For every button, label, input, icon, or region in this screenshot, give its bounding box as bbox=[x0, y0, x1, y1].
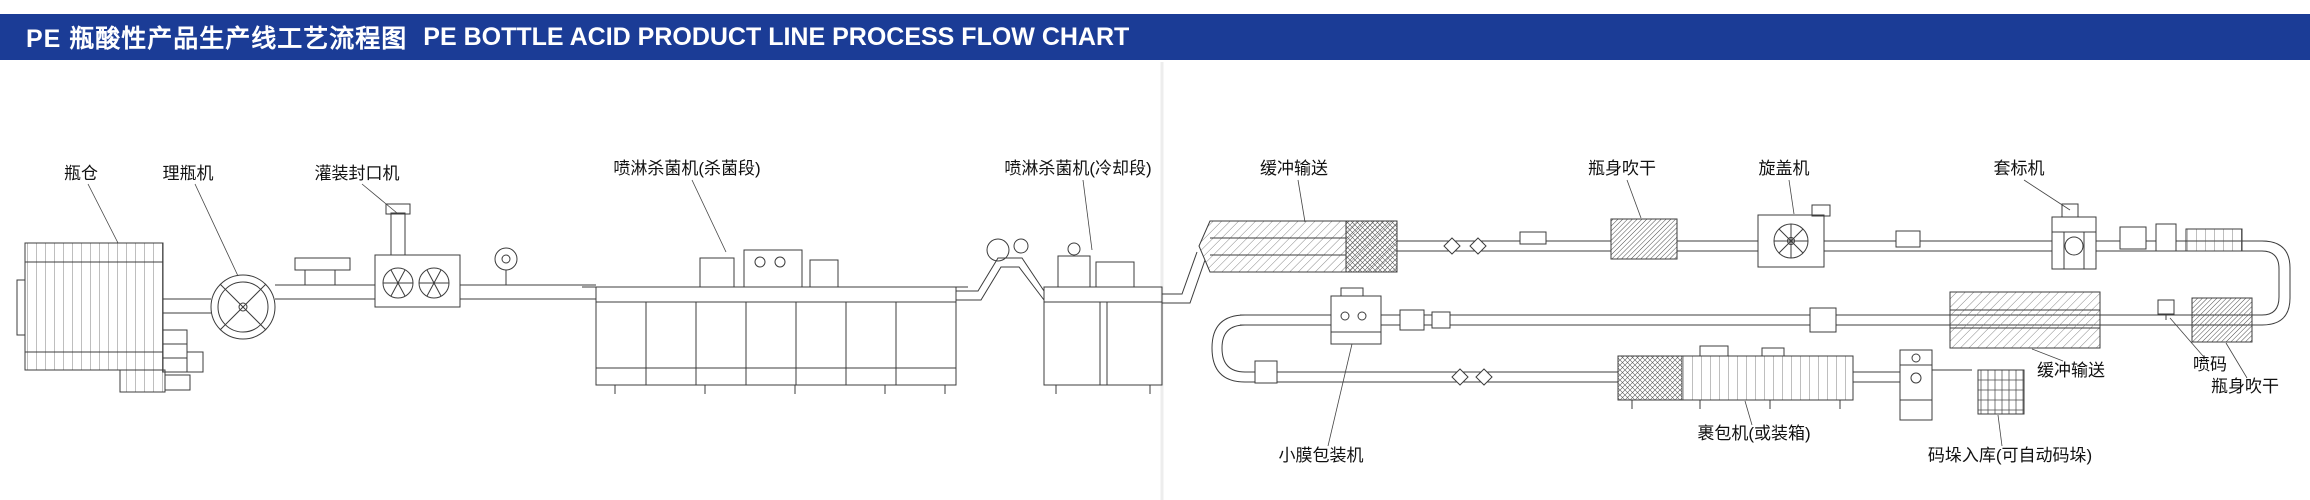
spray-sterilizer-cooling-drawing bbox=[1043, 242, 1163, 394]
label-inkjet-coder: 喷码 bbox=[2193, 355, 2227, 374]
label-buffer-conveyor-1: 缓冲输送 bbox=[1260, 159, 1328, 178]
transfer-conveyor-1 bbox=[956, 238, 1045, 301]
label-bottle-unscrambler: 理瓶机 bbox=[162, 164, 214, 183]
label-bottle-silo: 瓶仓 bbox=[64, 164, 98, 183]
header-title-en: PE BOTTLE ACID PRODUCT LINE PROCESS FLOW… bbox=[423, 22, 1130, 51]
conveyor-top-right bbox=[2096, 223, 2262, 252]
label-wrapping-machine: 裹包机(或装箱) bbox=[1697, 424, 1811, 443]
header-title-zh: PE 瓶酸性产品生产线工艺流程图 bbox=[26, 25, 408, 53]
buffer-conveyor-2-drawing bbox=[1809, 291, 2101, 349]
conveyor-to-filler bbox=[275, 257, 375, 300]
palletizer-drawing bbox=[1853, 349, 2025, 421]
capping-machine-drawing bbox=[1757, 204, 1831, 268]
label-palletizing-warehouse: 码垛入库(可自动码垛) bbox=[1927, 446, 2093, 465]
label-sleeve-labeler: 套标机 bbox=[1993, 159, 2045, 178]
conveyor-to-dryer bbox=[1397, 231, 1611, 255]
conveyor-to-labeler bbox=[1824, 230, 2052, 252]
conveyor-cap-feeder bbox=[460, 247, 596, 300]
bottle-silo-drawing bbox=[16, 242, 204, 393]
wrapping-machine-drawing bbox=[1617, 345, 1854, 409]
return-line-row2 bbox=[1240, 314, 2262, 326]
conveyor-to-capper bbox=[1677, 240, 1758, 252]
label-film-packaging-machine: 小膜包装机 bbox=[1278, 446, 1364, 465]
film-packaging-machine-drawing bbox=[1330, 287, 1451, 345]
spray-sterilizer-sterilizing-drawing bbox=[582, 249, 968, 394]
label-bottle-dryer-2: 瓶身吹干 bbox=[2211, 377, 2279, 396]
label-filling-sealing-machine: 灌装封口机 bbox=[314, 164, 400, 183]
bottle-dryer-2-drawing bbox=[2191, 297, 2253, 343]
inkjet-coder-drawing bbox=[2157, 299, 2175, 320]
transfer-conveyor-2 bbox=[1162, 251, 1206, 304]
sleeve-labeler-drawing bbox=[2051, 203, 2097, 270]
bottle-dryer-1-drawing bbox=[1610, 218, 1678, 260]
packing-line-row3 bbox=[1245, 360, 1618, 386]
header-bar: PE 瓶酸性产品生产线工艺流程图 PE BOTTLE ACID PRODUCT … bbox=[0, 14, 2310, 60]
filling-sealing-machine-drawing bbox=[374, 203, 461, 308]
label-spray-sterilizer-sterilizing: 喷淋杀菌机(杀菌段) bbox=[613, 159, 761, 178]
label-leader-lines bbox=[87, 179, 2248, 447]
buffer-conveyor-1-drawing bbox=[1198, 220, 1398, 273]
bottle-unscrambler-drawing bbox=[163, 274, 276, 340]
label-buffer-conveyor-2: 缓冲输送 bbox=[2037, 361, 2105, 380]
label-spray-sterilizer-cooling: 喷淋杀菌机(冷却段) bbox=[1004, 159, 1152, 178]
label-bottle-dryer-1: 瓶身吹干 bbox=[1588, 159, 1656, 178]
label-capping-machine: 旋盖机 bbox=[1758, 159, 1810, 178]
return-loop bbox=[2261, 240, 2291, 326]
u-turn-row3 bbox=[1211, 314, 1246, 383]
